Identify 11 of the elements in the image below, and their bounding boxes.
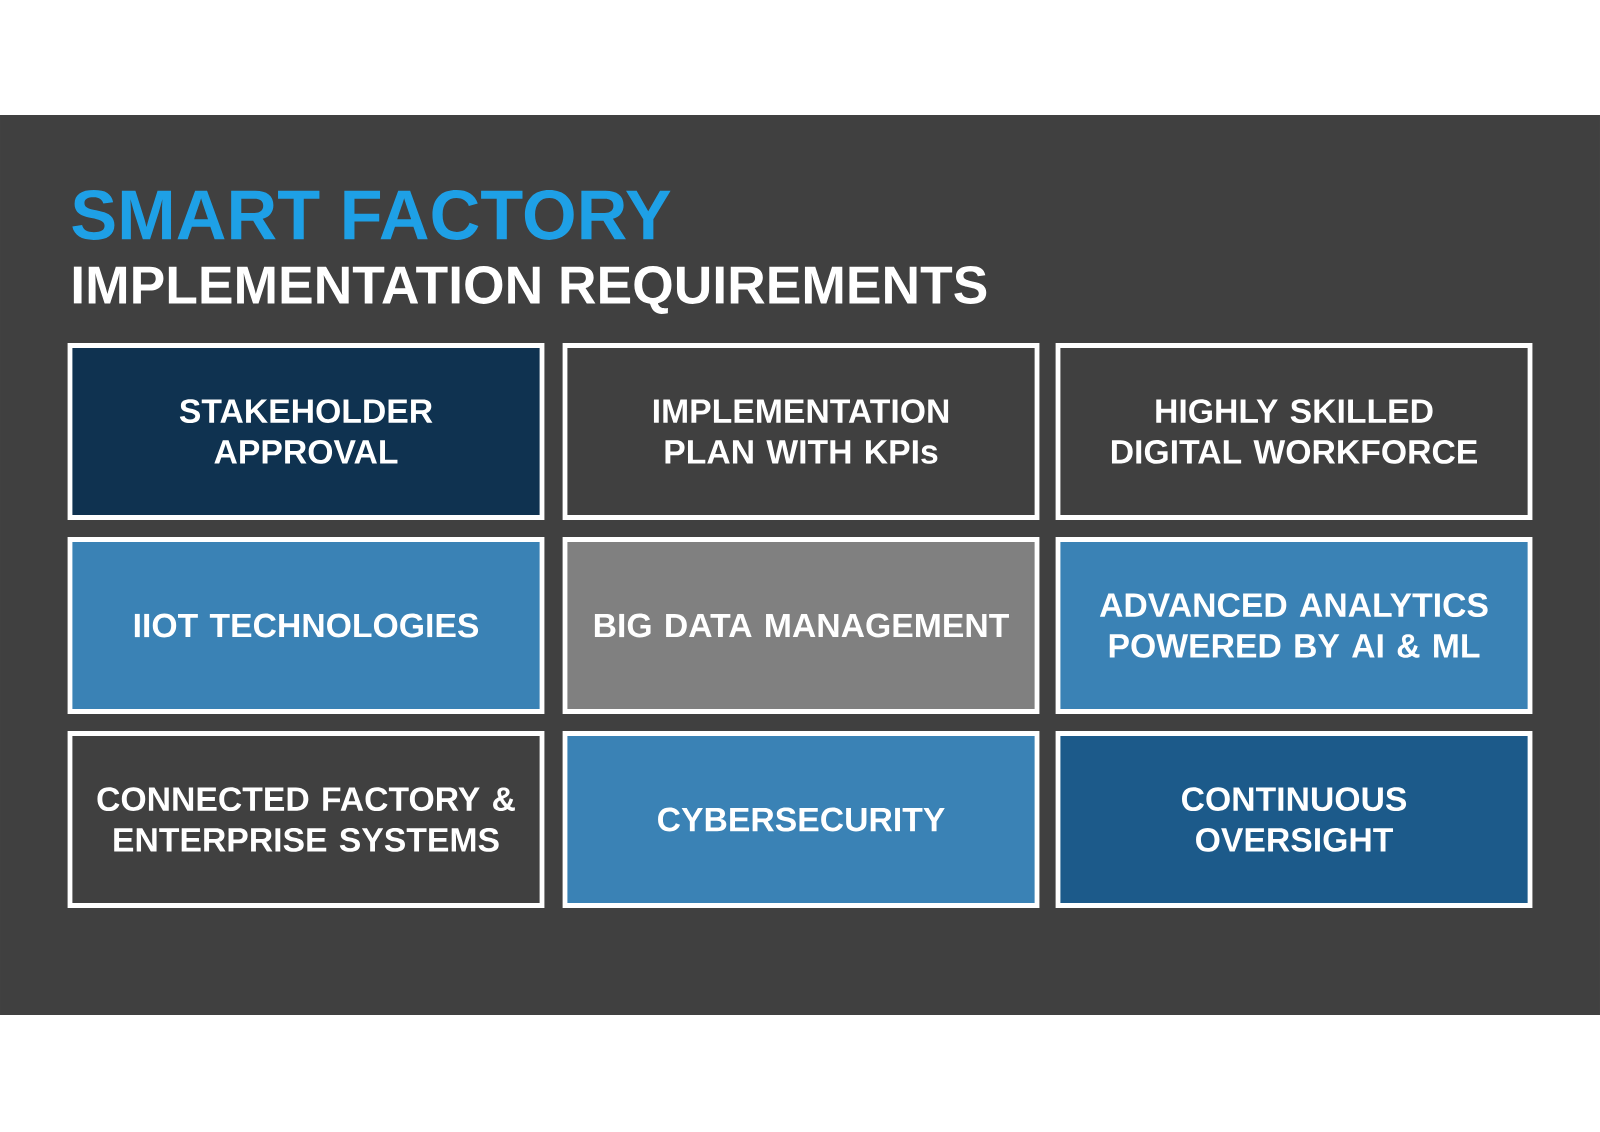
- requirement-box: IIOT TECHNOLOGIES: [67, 537, 545, 714]
- title: SMART FACTORY: [72, 190, 671, 240]
- requirement-box: HIGHLY SKILLED DIGITAL WORKFORCE: [1055, 343, 1533, 520]
- requirement-box: CONTINUOUS OVERSIGHT: [1055, 731, 1533, 908]
- requirement-box: IMPLEMENTATION PLAN WITH KPIs: [562, 343, 1040, 520]
- requirement-box: CYBERSECURITY: [562, 731, 1040, 908]
- subtitle: IMPLEMENTATION REQUIREMENTS: [73, 266, 987, 314]
- requirement-box: ADVANCED ANALYTICS POWERED BY AI & ML: [1055, 537, 1533, 714]
- requirement-box: CONNECTED FACTORY & ENTERPRISE SYSTEMS: [67, 731, 545, 908]
- requirement-box: BIG DATA MANAGEMENT: [562, 537, 1040, 714]
- requirement-box: STAKEHOLDER APPROVAL: [67, 343, 545, 520]
